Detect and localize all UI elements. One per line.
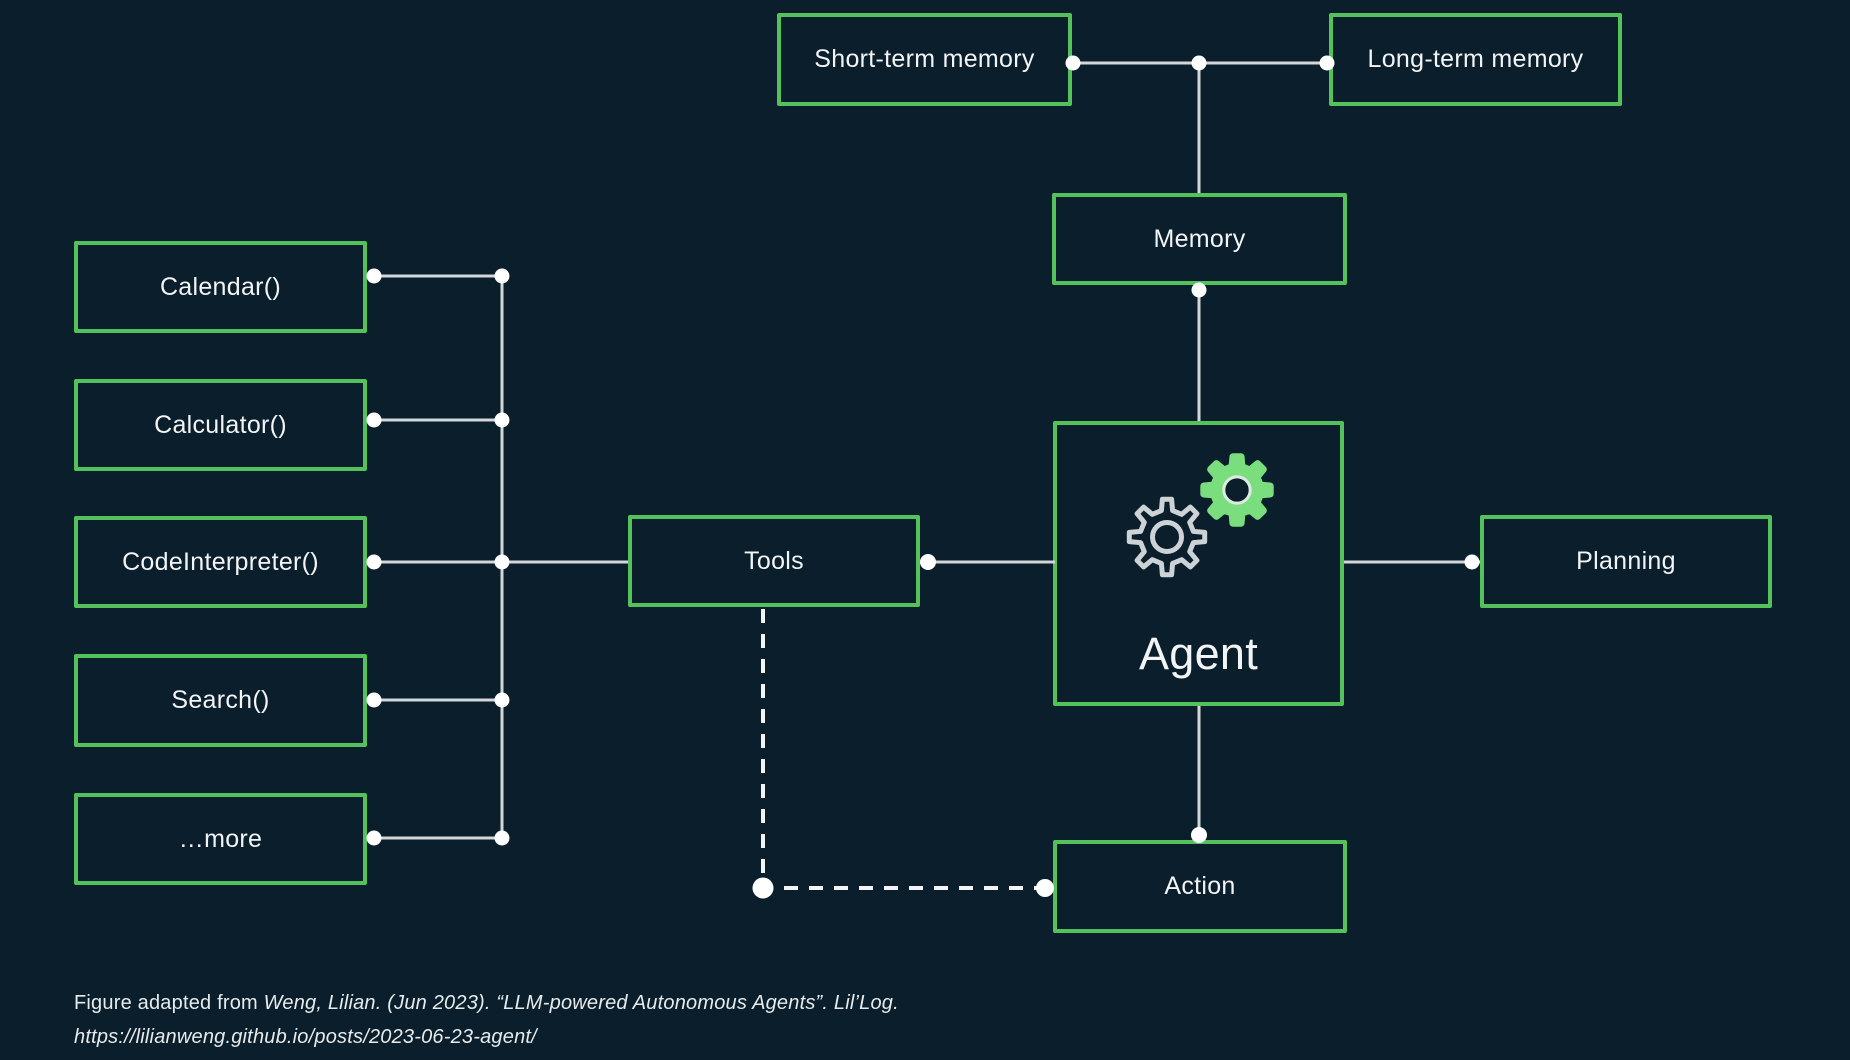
connector-dot (494, 554, 510, 570)
node-tools: Tools (628, 515, 920, 607)
node-memory: Memory (1052, 193, 1347, 285)
connector-dot (920, 554, 936, 570)
connector-dot (366, 268, 382, 284)
node-tool-codeinterpreter: CodeInterpreter() (74, 516, 367, 608)
node-label: Planning (1576, 547, 1676, 575)
connector-dot (752, 877, 774, 899)
node-label: …more (178, 824, 263, 853)
node-label: Short-term memory (814, 45, 1035, 73)
connector-dot (366, 554, 382, 570)
node-label: Tools (744, 546, 804, 575)
node-label: Calendar() (159, 272, 282, 301)
node-label: Agent (1138, 628, 1259, 679)
node-long-term-memory: Long-term memory (1329, 13, 1622, 106)
node-label: Long-term memory (1367, 45, 1584, 73)
node-action: Action (1053, 840, 1347, 933)
node-label: CodeInterpreter() (122, 547, 319, 576)
connector-dot (1464, 554, 1480, 570)
node-label: Action (1164, 872, 1236, 900)
figure-caption: Figure adapted from Weng, Lilian. (Jun 2… (74, 986, 899, 1054)
connector-dot (1191, 55, 1207, 71)
connector-dot (494, 268, 510, 284)
node-tool-more: …more (74, 793, 367, 885)
tools-action-dashed-connector (761, 609, 1045, 890)
caption-url: https://lilianweng.github.io/posts/2023-… (74, 1026, 537, 1048)
caption-prefix: Figure adapted from (74, 992, 264, 1014)
caption-citation: Weng, Lilian. (Jun 2023). “LLM-powered A… (263, 992, 899, 1014)
node-tool-calculator: Calculator() (74, 379, 367, 471)
connector-dot (366, 692, 382, 708)
connector-dot (366, 830, 382, 846)
node-label: Search() (171, 686, 270, 714)
connector-dot (366, 412, 382, 428)
node-agent: Agent (1053, 421, 1344, 706)
node-label: Calculator() (154, 410, 287, 439)
node-short-term-memory: Short-term memory (777, 13, 1072, 106)
caption-line-1: Figure adapted from Weng, Lilian. (Jun 2… (74, 986, 899, 1020)
connector-dot (494, 412, 510, 428)
node-tool-calendar: Calendar() (74, 241, 367, 333)
connector-dot (1036, 879, 1054, 897)
node-planning: Planning (1480, 515, 1772, 608)
connector-dot (494, 692, 510, 708)
connector-dot (494, 830, 510, 846)
node-label: Memory (1153, 224, 1246, 253)
node-tool-search: Search() (74, 654, 367, 747)
